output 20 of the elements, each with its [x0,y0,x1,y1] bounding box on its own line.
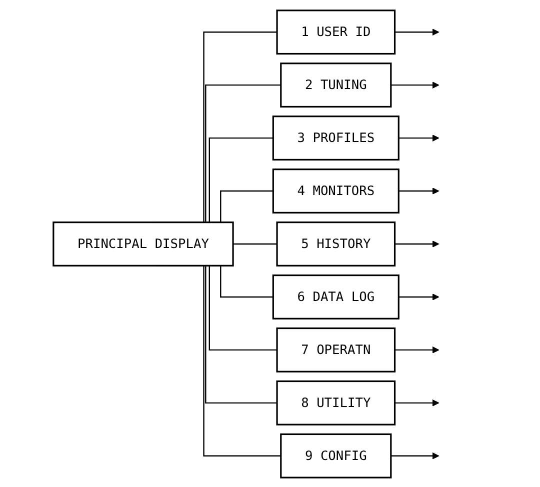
node-box: 9 CONFIG [280,432,392,478]
connector [232,242,277,244]
node-box: PRINCIPAL DISPLAY [52,221,234,266]
arrow [394,346,439,353]
arrow [390,81,439,88]
node-box: 5 HISTORY [276,221,396,266]
arrow [394,398,439,406]
node-box: 1 USER ID [276,9,396,54]
node-box: 2 TUNING [280,62,392,108]
node-box: 6 DATA LOG [272,274,400,319]
node-box: 4 MONITORS [272,168,400,213]
node-box: 3 PROFILES [272,115,400,160]
node-box: 7 OPERATN [276,326,396,372]
arrow [390,452,439,459]
arrow [398,186,439,194]
arrow [398,134,439,142]
arrow [394,240,439,248]
arrow [398,292,439,300]
arrow [394,28,439,36]
node-box: 8 UTILITY [276,380,396,425]
